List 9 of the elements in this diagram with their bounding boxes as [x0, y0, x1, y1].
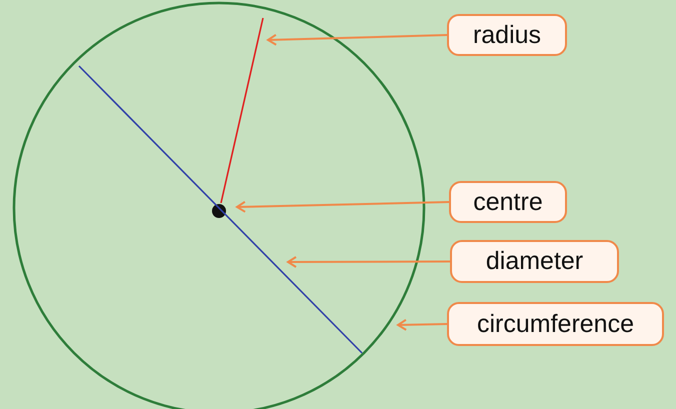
- leader-line: [236, 200, 450, 213]
- part-label: centre: [449, 181, 567, 223]
- leader-line: [287, 256, 450, 268]
- part-label: circumference: [447, 302, 664, 346]
- part-label: radius: [447, 14, 567, 56]
- leader-line: [267, 34, 448, 46]
- leader-line: [397, 318, 448, 331]
- circle-outline: [12, 2, 426, 409]
- part-label: diameter: [450, 240, 619, 283]
